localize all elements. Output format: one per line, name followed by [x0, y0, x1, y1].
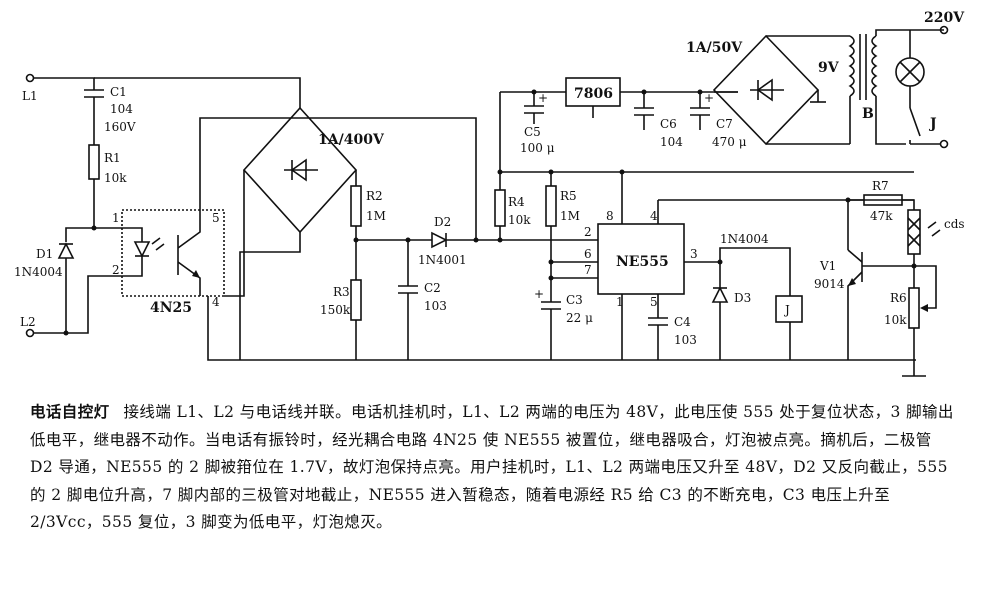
- r6-potentiometer: [908, 287, 920, 329]
- d3-diode: [711, 286, 729, 303]
- d2-diode: [431, 231, 448, 249]
- r6-value: 10k: [884, 313, 907, 327]
- v1-name: V1: [819, 259, 836, 273]
- l1-label: L1: [22, 89, 38, 103]
- ne555-pin1: 1: [616, 295, 624, 309]
- r3-name: R3: [333, 285, 350, 299]
- relay-coil: [775, 295, 803, 323]
- r3-resistor: [350, 279, 362, 321]
- c3-plus: +: [534, 287, 544, 301]
- c2-value: 103: [424, 299, 447, 313]
- regulator-name: 7806: [574, 86, 613, 102]
- transformer-secondary: 9V: [818, 60, 840, 76]
- c7-value: 470 μ: [712, 135, 747, 149]
- bridge2-rating: 1A/50V: [686, 40, 743, 56]
- r4-resistor: [494, 189, 506, 227]
- ne555-name: NE555: [616, 254, 669, 270]
- ldr-name: cds: [944, 217, 965, 231]
- d3-name: D3: [734, 291, 751, 305]
- c1-rating: 160V: [104, 120, 136, 134]
- r7-name: R7: [872, 179, 889, 193]
- ne555-chip: [597, 223, 685, 295]
- description-text: 接线端 L1、L2 与电话线并联。电话机挂机时，L1、L2 两端的电压为 48V…: [30, 403, 954, 531]
- c5-value: 100 μ: [520, 141, 555, 155]
- ldr-cds: [907, 209, 941, 255]
- c6-value: 104: [660, 135, 683, 149]
- c5-plus: +: [538, 91, 548, 105]
- r4-value: 10k: [508, 213, 531, 227]
- c2-name: C2: [424, 281, 441, 295]
- r4-name: R4: [508, 195, 525, 209]
- ne555-pin3: 3: [690, 247, 698, 261]
- r1-value: 10k: [104, 171, 127, 185]
- c1-capacitor: [84, 89, 104, 98]
- c5-name: C5: [524, 125, 541, 139]
- opto-pin4: 4: [212, 295, 220, 309]
- c3-name: C3: [566, 293, 583, 307]
- relay-contact-name: J: [928, 116, 937, 132]
- d1-name: D1: [36, 247, 53, 261]
- opto-led: [133, 241, 151, 258]
- r1-name: R1: [104, 151, 121, 165]
- r3-value: 150k: [320, 303, 351, 317]
- c1-value: 104: [110, 102, 133, 116]
- d1-value: 1N4004: [14, 265, 63, 279]
- opto-name: 4N25: [150, 300, 192, 316]
- optocoupler-4n25: 1 2 5 4 4N25: [112, 209, 225, 316]
- ne555-pin8: 8: [606, 209, 614, 223]
- l1-terminal: [25, 73, 35, 83]
- wire-l1: [34, 77, 95, 90]
- opto-pin1: 1: [112, 211, 120, 225]
- lamp-bulb: [895, 57, 925, 87]
- ne555-pin7: 7: [584, 263, 592, 277]
- ne555-pin2: 2: [584, 225, 592, 239]
- d3-value: 1N4004: [720, 232, 769, 246]
- wire-l1-bridge: [94, 77, 301, 108]
- d2-value: 1N4001: [418, 253, 467, 267]
- v1-transistor: [847, 249, 914, 360]
- opto-pin2: 2: [112, 263, 120, 277]
- c1-name: C1: [110, 85, 127, 99]
- ne555-pin5: 5: [650, 295, 658, 309]
- transformer-b: [848, 34, 878, 100]
- opto-pin5: 5: [212, 211, 220, 225]
- wire-opto-out: [199, 117, 477, 240]
- l2-label: L2: [20, 315, 36, 329]
- d1-diode: [57, 242, 75, 259]
- mains-terminal-top: [939, 25, 949, 35]
- mains-voltage: 220V: [924, 10, 965, 26]
- ne555-pin4: 4: [650, 209, 658, 223]
- c7-name: C7: [716, 117, 733, 131]
- d2-name: D2: [434, 215, 451, 229]
- c4-name: C4: [674, 315, 691, 329]
- c4-value: 103: [674, 333, 697, 347]
- wire-ground-bus: [207, 296, 916, 361]
- r2-name: R2: [366, 189, 383, 203]
- input-section: L1 L2 C1 104 160V R1 10k D1 1N4004: [14, 73, 136, 338]
- bridge-rectifier-1: [242, 106, 358, 234]
- circuit-schematic: L1 L2 C1 104 160V R1 10k D1 1N4004: [14, 10, 965, 377]
- r5-name: R5: [560, 189, 577, 203]
- c3-value: 22 μ: [566, 311, 593, 325]
- r6-name: R6: [890, 291, 907, 305]
- r2-value: 1M: [366, 209, 386, 223]
- r5-value: 1M: [560, 209, 580, 223]
- r2-resistor: [350, 185, 362, 227]
- c7-plus: +: [704, 91, 714, 105]
- r1-resistor: [88, 144, 100, 180]
- mains-terminal-bottom: [939, 139, 949, 149]
- v1-value: 9014: [814, 277, 845, 291]
- relay-name: J: [783, 303, 790, 317]
- bridge1-rating: 1A/400V: [318, 132, 385, 148]
- circuit-description: 电话自控灯接线端 L1、L2 与电话线并联。电话机挂机时，L1、L2 两端的电压…: [30, 398, 960, 537]
- c6-name: C6: [660, 117, 677, 131]
- r7-value: 47k: [870, 209, 893, 223]
- relay-contact: [909, 107, 921, 137]
- description-title: 电话自控灯: [30, 402, 110, 421]
- transformer-name: B: [862, 106, 874, 122]
- l2-terminal: [25, 328, 35, 338]
- r5-resistor: [545, 185, 557, 227]
- ne555-pin6: 6: [584, 247, 592, 261]
